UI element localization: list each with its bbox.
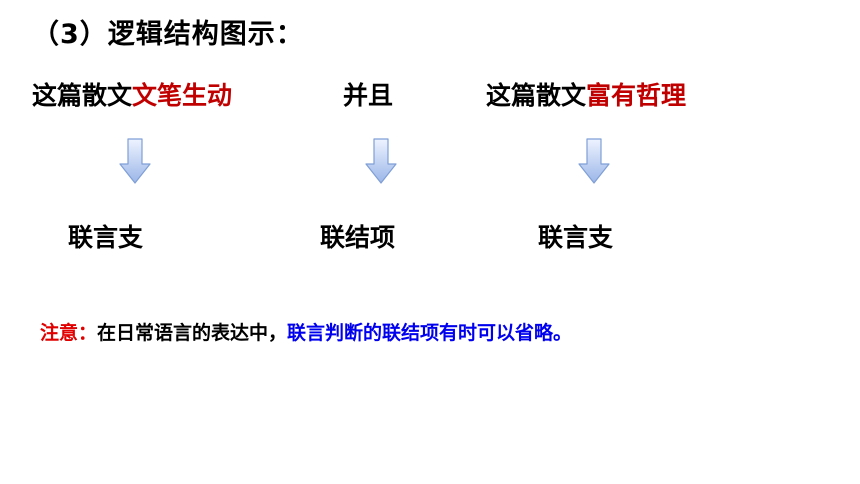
proposition-left-prefix: 这篇散文 xyxy=(32,81,133,110)
connective-label: 联结项 xyxy=(320,223,396,252)
connective-text: 并且 xyxy=(343,81,394,110)
arrow-down-icon xyxy=(119,138,151,184)
proposition-right: 这篇散文富有哲理 xyxy=(486,76,686,112)
slide-heading: （3）逻辑结构图示： xyxy=(32,19,304,50)
note-blue-text: 联言判断的联结项有时可以省略。 xyxy=(287,322,573,344)
proposition-left-highlight: 文笔生动 xyxy=(132,81,233,110)
arrow-down-icon xyxy=(578,138,610,184)
conjunct-right-label: 联言支 xyxy=(538,223,614,252)
proposition-left: 这篇散文文笔生动 xyxy=(32,76,232,112)
proposition-right-highlight: 富有哲理 xyxy=(586,81,687,110)
note-line: 注意：在日常语言的表达中，联言判断的联结项有时可以省略。 xyxy=(40,318,572,345)
conjunct-left-label: 联言支 xyxy=(68,223,144,252)
arrow-down-icon xyxy=(365,138,397,184)
note-label: 注意： xyxy=(40,322,98,344)
note-plain-text: 在日常语言的表达中， xyxy=(97,322,288,344)
proposition-right-prefix: 这篇散文 xyxy=(486,81,587,110)
